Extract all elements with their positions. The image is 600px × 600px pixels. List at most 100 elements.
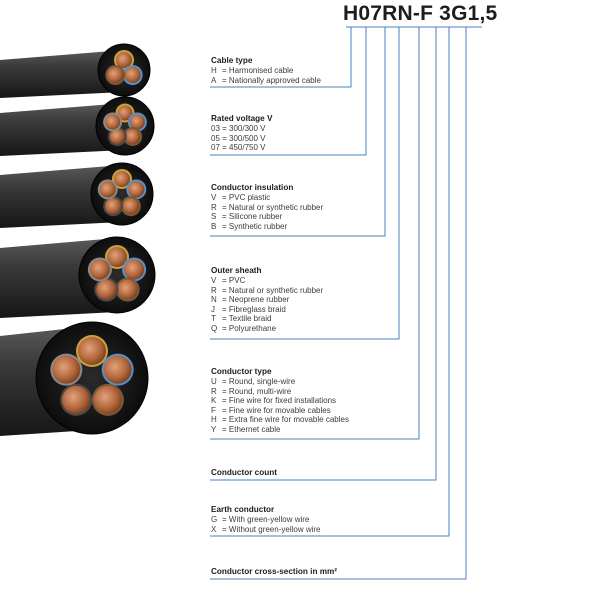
list-item: R= Natural or synthetic rubber bbox=[211, 286, 323, 296]
copper-core bbox=[99, 181, 116, 198]
list-item: V = PVC plastic bbox=[211, 193, 323, 203]
copper-core bbox=[107, 247, 127, 267]
item-text: = Fibreglass braid bbox=[222, 304, 286, 314]
copper-core bbox=[96, 279, 117, 300]
leader-conductor-insulation bbox=[210, 27, 386, 237]
item-text: = PVC plastic bbox=[222, 193, 271, 202]
copper-core bbox=[125, 129, 141, 145]
item-code: V bbox=[211, 193, 217, 202]
list-item: Y= Ethernet cable bbox=[211, 425, 349, 435]
copper-core bbox=[89, 259, 110, 280]
list-item: J = Fibreglass braid bbox=[211, 305, 323, 315]
section-cable-type: Cable type H= Harmonised cable A= Nation… bbox=[211, 56, 321, 85]
section-conductor-type: Conductor type U= Round, single-wire R = … bbox=[211, 367, 349, 435]
cable-designation: H07RN-F 3G1,5 bbox=[343, 2, 497, 28]
section-title: Conductor cross-section in mm² bbox=[211, 567, 338, 576]
item-code: N bbox=[211, 295, 217, 305]
section-title: Conductor type bbox=[211, 367, 272, 376]
copper-core bbox=[105, 114, 121, 130]
item-code: Q bbox=[211, 323, 218, 333]
copper-core bbox=[114, 171, 130, 187]
copper-core bbox=[117, 105, 133, 121]
copper-core bbox=[105, 198, 122, 215]
copper-core bbox=[52, 355, 81, 384]
section-conductor-count: Conductor count bbox=[211, 468, 277, 478]
section-title: Conductor count bbox=[211, 468, 277, 477]
item-code: G bbox=[211, 515, 218, 524]
item-text: 05 = 300/500 V bbox=[211, 133, 266, 143]
item-text: = Round, single-wire bbox=[222, 377, 296, 386]
item-text: = Ethernet cable bbox=[222, 424, 281, 434]
copper-core bbox=[117, 279, 138, 300]
item-text: = Silicone rubber bbox=[222, 212, 283, 222]
item-text: = Natural or synthetic rubber bbox=[222, 202, 324, 212]
list-item: T = Textile braid bbox=[211, 314, 323, 324]
list-item: 03 = 300/300 V bbox=[211, 124, 272, 134]
copper-core bbox=[103, 355, 132, 384]
copper-core bbox=[124, 259, 145, 280]
item-code: H bbox=[211, 415, 217, 425]
code-part-dash: - bbox=[412, 2, 421, 25]
copper-core bbox=[122, 198, 139, 215]
list-item: K= Fine wire for fixed installations bbox=[211, 396, 349, 406]
item-text: = Without green-yellow wire bbox=[222, 524, 321, 534]
item-code: F bbox=[211, 405, 216, 415]
list-item: R = Round, multi-wire bbox=[211, 387, 349, 397]
item-text: = Synthetic rubber bbox=[222, 221, 288, 231]
item-text: = Extra fine wire for movable cables bbox=[222, 415, 349, 425]
list-item: H = Extra fine wire for movable cables bbox=[211, 415, 349, 425]
list-item: 05 = 300/500 V bbox=[211, 134, 272, 144]
section-conductor-insulation: Conductor insulation V= PVC plastic R= N… bbox=[211, 183, 323, 231]
list-item: A = Nationally approved cable bbox=[211, 76, 321, 86]
item-code: J bbox=[211, 304, 215, 314]
item-text: = Textile braid bbox=[222, 314, 272, 324]
copper-core bbox=[107, 67, 124, 83]
item-code: A bbox=[211, 75, 217, 85]
item-text: = Round, multi-wire bbox=[222, 386, 292, 396]
section-rated-voltage: Rated voltage V 03 = 300/300 V 05 = 300/… bbox=[211, 114, 272, 153]
list-item: V= PVC bbox=[211, 276, 323, 286]
cable-sheath-3 bbox=[0, 165, 122, 228]
section-title: Earth conductor bbox=[211, 505, 275, 514]
leader-conductor-type bbox=[210, 27, 420, 440]
section-earth-conductor: Earth conductor G = With green-yellow wir… bbox=[211, 505, 320, 534]
list-item: N= Neoprene rubber bbox=[211, 295, 323, 305]
item-code: R bbox=[211, 285, 217, 295]
leader-cable-type bbox=[210, 27, 352, 88]
leader-outer-sheath bbox=[210, 27, 400, 340]
item-text: 07 = 450/750 V bbox=[211, 143, 266, 153]
item-code: X bbox=[211, 524, 217, 534]
copper-core bbox=[116, 52, 132, 68]
item-code: H bbox=[211, 66, 217, 75]
list-item: Q= Polyurethane bbox=[211, 324, 323, 334]
list-item: R= Natural or synthetic rubber bbox=[211, 203, 323, 213]
item-text: = Nationally approved cable bbox=[222, 75, 321, 85]
cable-sheath-1 bbox=[0, 50, 124, 98]
leader-earth-conductor bbox=[210, 27, 450, 537]
section-conductor-cross-section: Conductor cross-section in mm² bbox=[211, 567, 337, 577]
item-code: S bbox=[211, 212, 217, 222]
leader-conductor-cross-section bbox=[210, 27, 467, 580]
item-text: = Fine wire for movable cables bbox=[222, 405, 331, 415]
copper-core bbox=[129, 114, 145, 130]
list-item: U= Round, single-wire bbox=[211, 377, 349, 387]
list-item: X = Without green-yellow wire bbox=[211, 525, 320, 535]
list-item: H= Harmonised cable bbox=[211, 66, 321, 76]
item-text: = Fine wire for fixed installations bbox=[222, 396, 337, 406]
section-title: Outer sheath bbox=[211, 266, 262, 275]
leader-conductor-count bbox=[210, 27, 437, 481]
section-title: Rated voltage V bbox=[211, 114, 273, 123]
item-text: = PVC bbox=[222, 276, 246, 285]
code-part-conductor-insulation: R bbox=[382, 2, 398, 25]
code-part-earth-conductor: G bbox=[451, 2, 468, 25]
item-code: B bbox=[211, 221, 217, 231]
code-part-outer-sheath: N bbox=[397, 2, 413, 25]
leader-rated-voltage bbox=[210, 27, 367, 156]
item-text: = With green-yellow wire bbox=[222, 515, 310, 524]
list-item: G = With green-yellow wire bbox=[211, 515, 320, 525]
item-code: T bbox=[211, 314, 216, 324]
section-outer-sheath: Outer sheath V= PVC R= Natural or synthe… bbox=[211, 266, 323, 334]
cable-cross-sections bbox=[0, 43, 156, 436]
item-code: R bbox=[211, 386, 217, 396]
